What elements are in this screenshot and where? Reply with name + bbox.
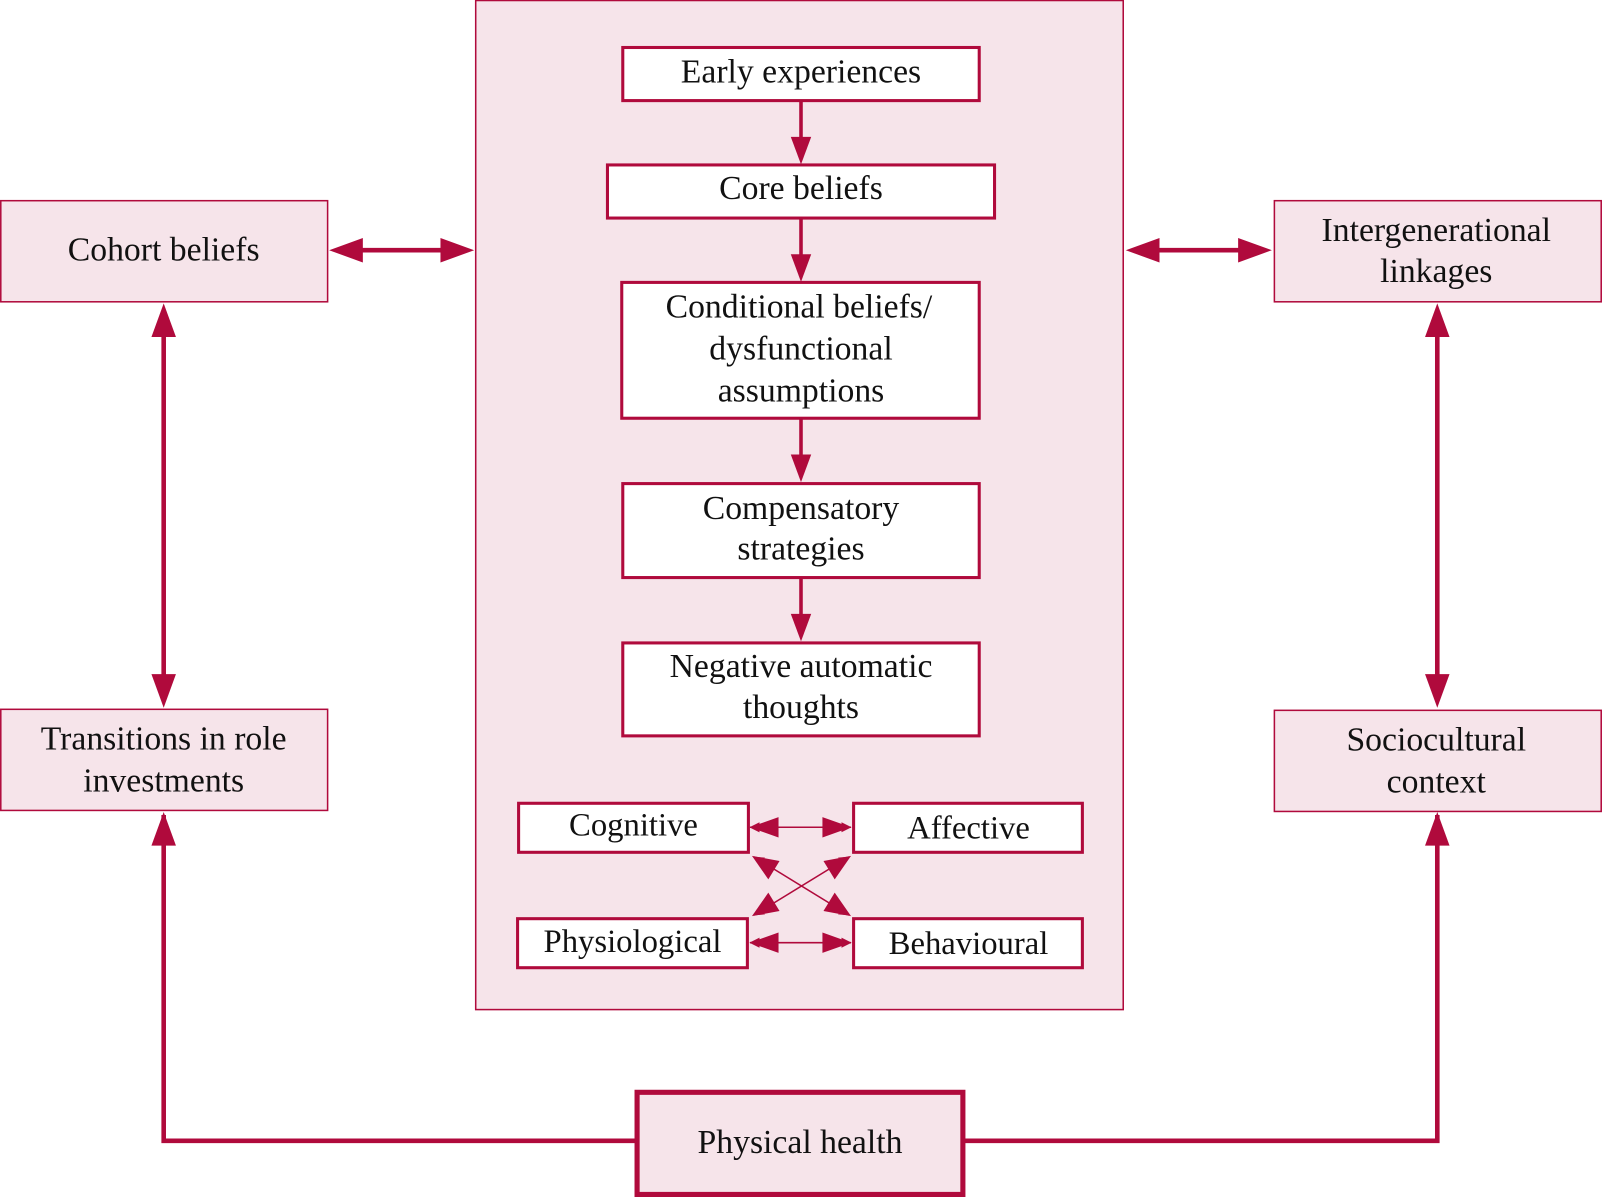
box-core-beliefs: Core beliefs [605, 163, 997, 220]
arrowhead-transitions-down [151, 674, 176, 708]
label-early-experiences: Early experiences [681, 54, 921, 91]
box-intergenerational-linkages: Intergenerational linkages [1273, 199, 1602, 303]
arrowhead-cog-diag [751, 855, 780, 880]
label-physiological: Physiological [544, 924, 722, 960]
arrowhead-compensatory [790, 454, 812, 483]
label-physical-health: Physical health [698, 1124, 903, 1161]
box-negative-automatic-thoughts: Negative automatic thoughts [621, 641, 981, 738]
label-conditional-line1: Conditional beliefs/ [666, 289, 933, 326]
box-behavioural: Behavioural [852, 917, 1084, 970]
label-sociocultural-line1: Sociocultural [1346, 722, 1526, 759]
arrowhead-aff-diag [823, 855, 852, 880]
label-nat-line2: thoughts [743, 689, 859, 726]
arrowhead-intergenerational-right [1238, 237, 1272, 263]
label-cognitive: Cognitive [569, 807, 698, 843]
box-cognitive: Cognitive [517, 801, 750, 854]
label-transitions-line2: investments [83, 763, 244, 800]
arrowhead-center-left-right [440, 237, 475, 263]
label-intergenerational-line1: Intergenerational [1322, 212, 1551, 249]
arrowhead-phys-beh-right [822, 932, 852, 953]
label-transitions-line1: Transitions in role [41, 721, 287, 758]
box-sociocultural-context: Sociocultural context [1273, 709, 1602, 813]
arrowhead-conditional [790, 254, 812, 282]
box-physiological: Physiological [516, 917, 749, 970]
label-compensatory-line1: Compensatory [703, 490, 900, 527]
box-affective: Affective [852, 801, 1084, 854]
box-physical-health: Physical health [634, 1089, 966, 1197]
arrowhead-nat [790, 613, 812, 642]
arrowhead-sociocultural-down [1425, 674, 1450, 708]
arrowhead-cohort-left [329, 237, 363, 263]
box-early-experiences: Early experiences [621, 45, 981, 103]
arrowhead-sociocultural-up [1425, 811, 1450, 846]
connector-physical-to-sociocultural [964, 815, 1440, 1144]
arrowhead-center-right-left [1125, 237, 1160, 263]
arrowhead-cog-aff-left [749, 817, 779, 838]
arrowhead-intergenerational-up [1425, 303, 1450, 338]
connector-physical-to-transitions [161, 815, 636, 1144]
arrowhead-core [790, 136, 812, 165]
arrowhead-transitions-up [151, 811, 176, 846]
arrowhead-cog-aff-right [822, 817, 852, 838]
box-conditional-beliefs: Conditional beliefs/ dysfunctional assum… [620, 280, 981, 420]
arrowhead-phys-diag [751, 892, 780, 917]
arrowhead-beh-diag [823, 892, 852, 917]
label-affective: Affective [907, 811, 1030, 847]
label-conditional-line3: assumptions [718, 372, 885, 409]
box-compensatory-strategies: Compensatory strategies [621, 482, 981, 580]
label-behavioural: Behavioural [889, 926, 1049, 962]
arrowhead-cohort-up [151, 303, 176, 338]
arrowhead-phys-beh-left [749, 932, 779, 953]
box-transitions-in-role-investments: Transitions in role investments [0, 708, 329, 812]
label-intergenerational-line2: linkages [1380, 253, 1492, 290]
label-nat-line1: Negative automatic [670, 648, 933, 685]
label-sociocultural-line2: context [1387, 764, 1487, 801]
box-cohort-beliefs: Cohort beliefs [0, 199, 329, 303]
label-conditional-line2: dysfunctional [709, 331, 892, 368]
label-core-beliefs: Core beliefs [719, 170, 883, 207]
label-compensatory-line2: strategies [737, 531, 864, 568]
label-cohort-beliefs: Cohort beliefs [68, 231, 260, 268]
